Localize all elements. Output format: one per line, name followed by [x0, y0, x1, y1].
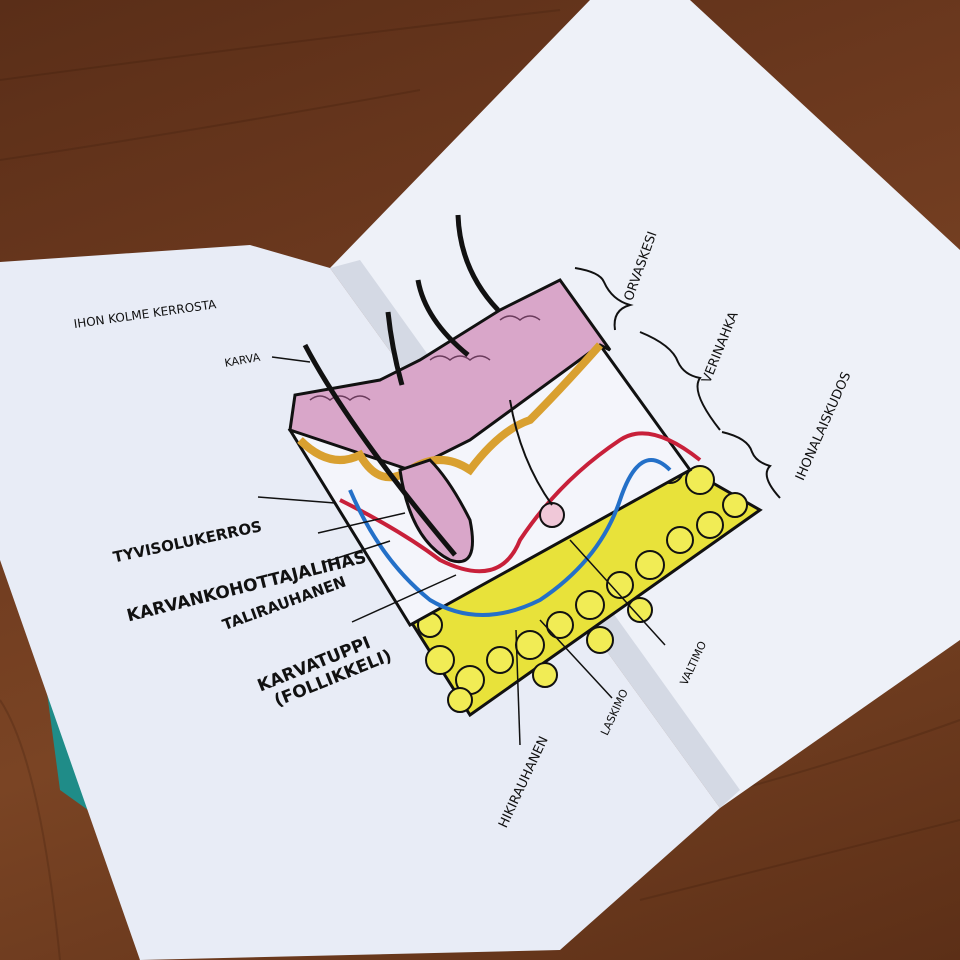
- skin-diagram: [287, 214, 763, 718]
- vein: [348, 458, 672, 617]
- pointer-karva: [271, 356, 311, 363]
- pointer-karvankohottajalihas: [317, 512, 406, 534]
- pointer-valtimo: [569, 539, 666, 646]
- sweat-gland: [539, 502, 565, 528]
- hair-2: [455, 214, 500, 312]
- label-karva: KARVA: [224, 351, 262, 370]
- pointer-karvatuppi: [351, 574, 457, 623]
- pointer-tyvisolukerros: [257, 496, 336, 504]
- right-page: [330, 0, 960, 808]
- hair-shaft: [302, 343, 457, 557]
- artery: [339, 431, 702, 574]
- brace-ihonalaiskudos: [721, 431, 781, 499]
- epidermis-cells: [309, 315, 541, 401]
- left-page: [0, 245, 720, 960]
- basal-layer: [297, 342, 603, 482]
- pointer-hikirauhanen: [515, 629, 521, 746]
- pointer-talirauhanen: [321, 540, 391, 564]
- hair-3: [415, 279, 470, 357]
- brace-orvaskesi: [574, 267, 634, 331]
- fat-cells: [417, 456, 748, 713]
- brace-verinahka: [639, 331, 721, 431]
- epidermis-top: [288, 278, 612, 472]
- hair-follicle: [398, 458, 474, 563]
- pointer-laskimo: [539, 619, 613, 699]
- hair-4: [385, 311, 405, 386]
- sweat-duct: [509, 399, 553, 506]
